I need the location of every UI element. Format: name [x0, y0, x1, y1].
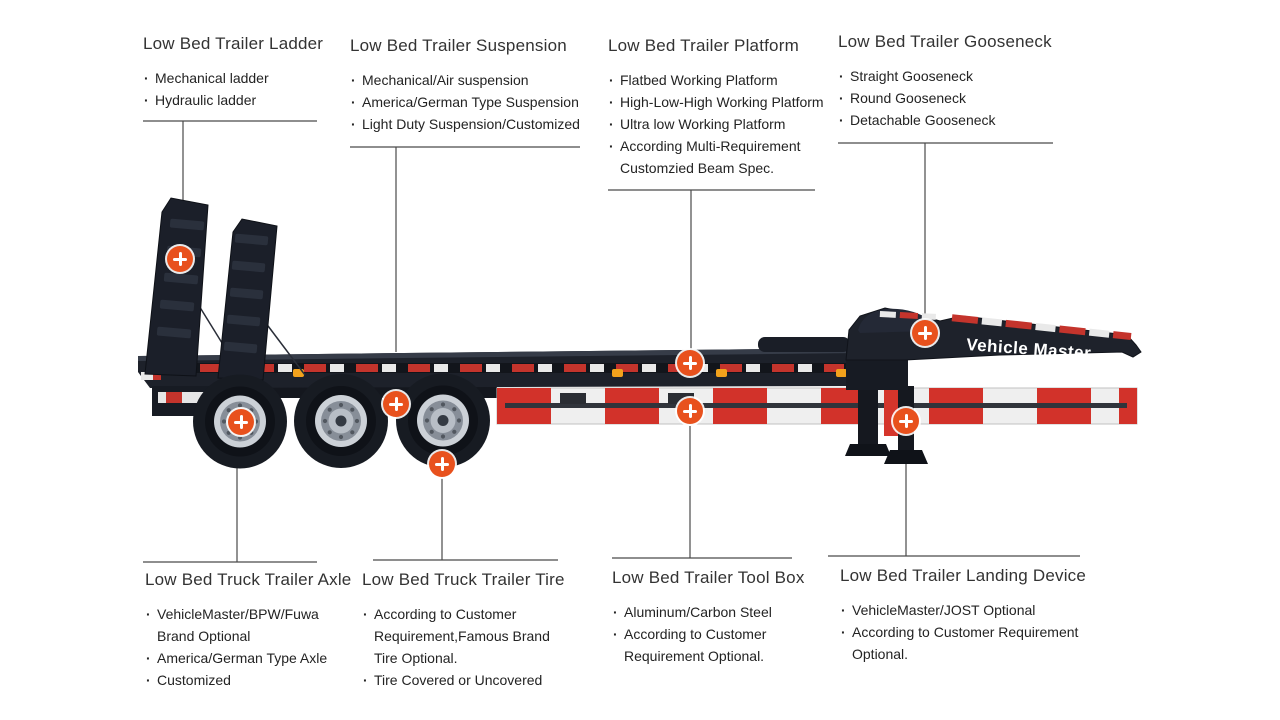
callout-suspension-title: Low Bed Trailer Suspension — [350, 36, 567, 55]
callout-toolbox-items: Aluminum/Carbon Steel According to Custo… — [612, 601, 802, 667]
callout-ladder-items: Mechanical ladder Hydraulic ladder — [143, 67, 353, 111]
callout-item: According to Customer Requirement,Famous… — [362, 603, 567, 669]
gooseneck-reflectors — [951, 314, 1132, 341]
callout-item: High-Low-High Working Platform — [608, 91, 843, 113]
callout-landing: Low Bed Trailer Landing Device VehicleMa… — [840, 566, 1090, 665]
callout-gooseneck-items: Straight Gooseneck Round Gooseneck Detac… — [838, 65, 1063, 131]
callout-platform: Low Bed Trailer Platform Flatbed Working… — [608, 36, 843, 179]
callout-item: Hydraulic ladder — [143, 89, 353, 111]
callout-suspension-items: Mechanical/Air suspension America/German… — [350, 69, 600, 135]
callout-tire-items: According to Customer Requirement,Famous… — [362, 603, 567, 691]
hotspot-axle[interactable] — [228, 409, 254, 435]
callout-gooseneck-title: Low Bed Trailer Gooseneck — [838, 32, 1052, 51]
nose-reflector — [141, 372, 161, 380]
callout-platform-items: Flatbed Working Platform High-Low-High W… — [608, 69, 843, 179]
callout-item: According to Customer Requirement Option… — [612, 623, 802, 667]
callout-toolbox-title: Low Bed Trailer Tool Box — [612, 568, 805, 587]
hotspot-suspension[interactable] — [383, 391, 409, 417]
callout-axle-title: Low Bed Truck Trailer Axle — [145, 570, 352, 589]
plus-icon — [688, 356, 692, 370]
callout-ladder: Low Bed Trailer Ladder Mechanical ladder… — [143, 34, 353, 111]
hotspot-landing[interactable] — [893, 408, 919, 434]
hotspot-gooseneck[interactable] — [912, 320, 938, 346]
callout-tire: Low Bed Truck Trailer Tire According to … — [362, 570, 567, 691]
callout-gooseneck: Low Bed Trailer Gooseneck Straight Goose… — [838, 32, 1063, 131]
deck-top-edge — [138, 348, 860, 361]
plus-icon — [688, 404, 692, 418]
callout-ladder-title: Low Bed Trailer Ladder — [143, 34, 324, 53]
plus-icon — [923, 326, 927, 340]
callout-item: VehicleMaster/BPW/Fuwa Brand Optional — [145, 603, 345, 647]
callout-item: America/German Type Axle — [145, 647, 345, 669]
callout-item: Mechanical ladder — [143, 67, 353, 89]
callout-item: Round Gooseneck — [838, 87, 1063, 109]
deck-hump — [758, 337, 850, 352]
callout-item: Customized — [145, 669, 345, 691]
trailer-body: Vehicle Master — [138, 197, 1142, 469]
callout-axle: Low Bed Truck Trailer Axle VehicleMaster… — [145, 570, 352, 691]
side-guard-rail — [496, 387, 1138, 425]
callout-item: Mechanical/Air suspension — [350, 69, 600, 91]
callout-landing-items: VehicleMaster/JOST Optional According to… — [840, 599, 1090, 665]
hotspot-tire[interactable] — [429, 451, 455, 477]
callout-item: America/German Type Suspension — [350, 91, 600, 113]
callout-item: Light Duty Suspension/Customized — [350, 113, 600, 135]
callout-item: Detachable Gooseneck — [838, 109, 1063, 131]
callout-item: Aluminum/Carbon Steel — [612, 601, 802, 623]
plus-icon — [440, 457, 444, 471]
callout-item: Straight Gooseneck — [838, 65, 1063, 87]
hotspot-toolbox[interactable] — [677, 398, 703, 424]
hotspot-platform[interactable] — [677, 350, 703, 376]
callout-suspension: Low Bed Trailer Suspension Mechanical/Ai… — [350, 36, 600, 135]
callout-item: Tire Covered or Uncovered — [362, 669, 567, 691]
plus-icon — [904, 414, 908, 428]
callout-item: VehicleMaster/JOST Optional — [840, 599, 1090, 621]
loading-ramps — [144, 197, 278, 381]
plus-icon — [239, 415, 243, 429]
callout-landing-title: Low Bed Trailer Landing Device — [840, 566, 1087, 585]
plus-icon — [394, 397, 398, 411]
hotspot-ladder[interactable] — [167, 246, 193, 272]
callout-tire-title: Low Bed Truck Trailer Tire — [362, 570, 565, 589]
callout-platform-title: Low Bed Trailer Platform — [608, 36, 799, 55]
callout-item: Flatbed Working Platform — [608, 69, 843, 91]
callout-toolbox: Low Bed Trailer Tool Box Aluminum/Carbon… — [612, 568, 805, 667]
callout-item: Ultra low Working Platform — [608, 113, 843, 135]
plus-icon — [178, 252, 182, 266]
gooseneck: Vehicle Master — [845, 307, 1142, 390]
callout-lines — [143, 120, 1080, 563]
callout-axle-items: VehicleMaster/BPW/Fuwa Brand Optional Am… — [145, 603, 345, 691]
callout-item: According Multi-Requirement Customzied B… — [608, 135, 843, 179]
callout-item: According to Customer Requirement Option… — [840, 621, 1090, 665]
